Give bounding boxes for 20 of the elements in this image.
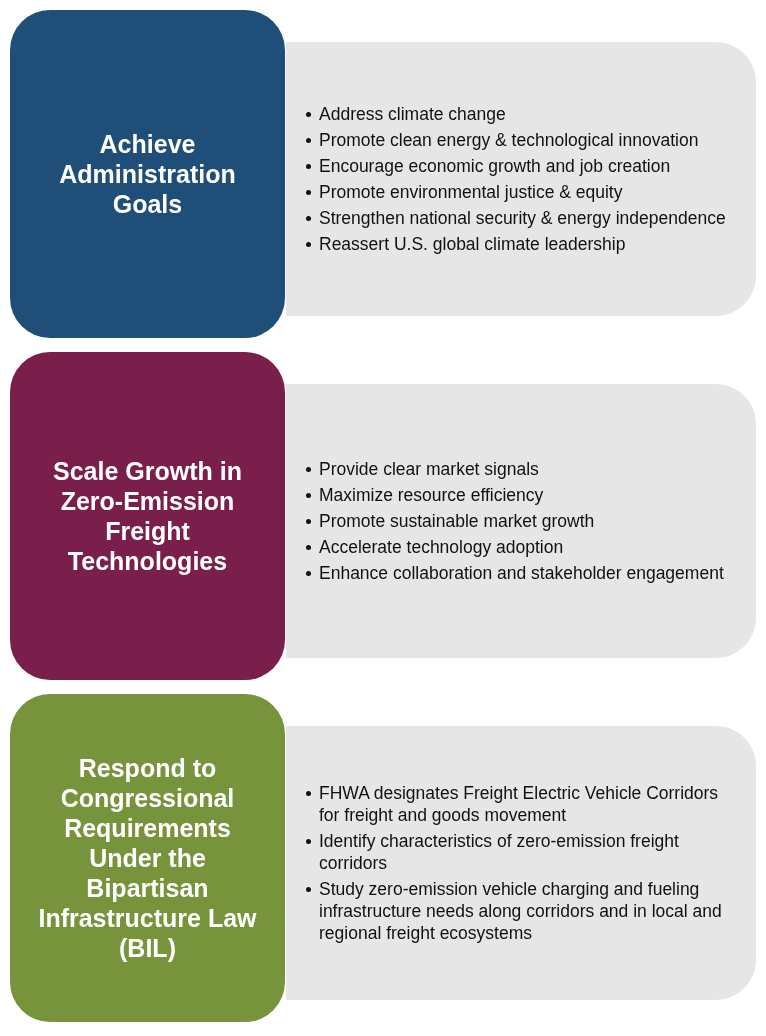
bullet-item: Provide clear market signals (319, 458, 539, 480)
bullet-item: Reassert U.S. global climate leadership (319, 233, 626, 255)
bullet-item: Promote environmental justice & equity (319, 181, 623, 203)
goal-box: Achieve Administration Goals (10, 10, 285, 338)
bullet-panel (286, 42, 756, 316)
bullet-item: Identify characteristics of zero-emission freight corridors (319, 830, 680, 874)
bullet-item: Maximize resource efficiency (319, 484, 544, 506)
bullet-panel (286, 384, 756, 658)
bullet-item: Study zero-emission vehicle charging and fueling infrastructure needs along corridors and in local and regional freight ecosystems (319, 878, 723, 944)
bullet-panel (286, 726, 756, 1000)
bullet-item: Promote sustainable market growth (319, 510, 595, 532)
goal-box: Respond to Congressional Requirements Under the Bipartisan Infrastructure Law (BIL) (10, 694, 285, 1022)
bullet-item: Strengthen national security & energy independence (319, 207, 726, 229)
bullet-item: Promote clean energy & technological innovation (319, 129, 699, 151)
bullet-item: FHWA designates Freight Electric Vehicle Corridors for freight and goods movement (319, 782, 720, 826)
bullet-item: Address climate change (319, 103, 506, 125)
goal-box: Scale Growth in Zero-Emission Freight Technologies (10, 352, 285, 680)
bullet-item: Enhance collaboration and stakeholder engagement (319, 562, 724, 584)
bullet-item: Accelerate technology adoption (319, 536, 564, 558)
bullet-item: Encourage economic growth and job creation (319, 155, 671, 177)
